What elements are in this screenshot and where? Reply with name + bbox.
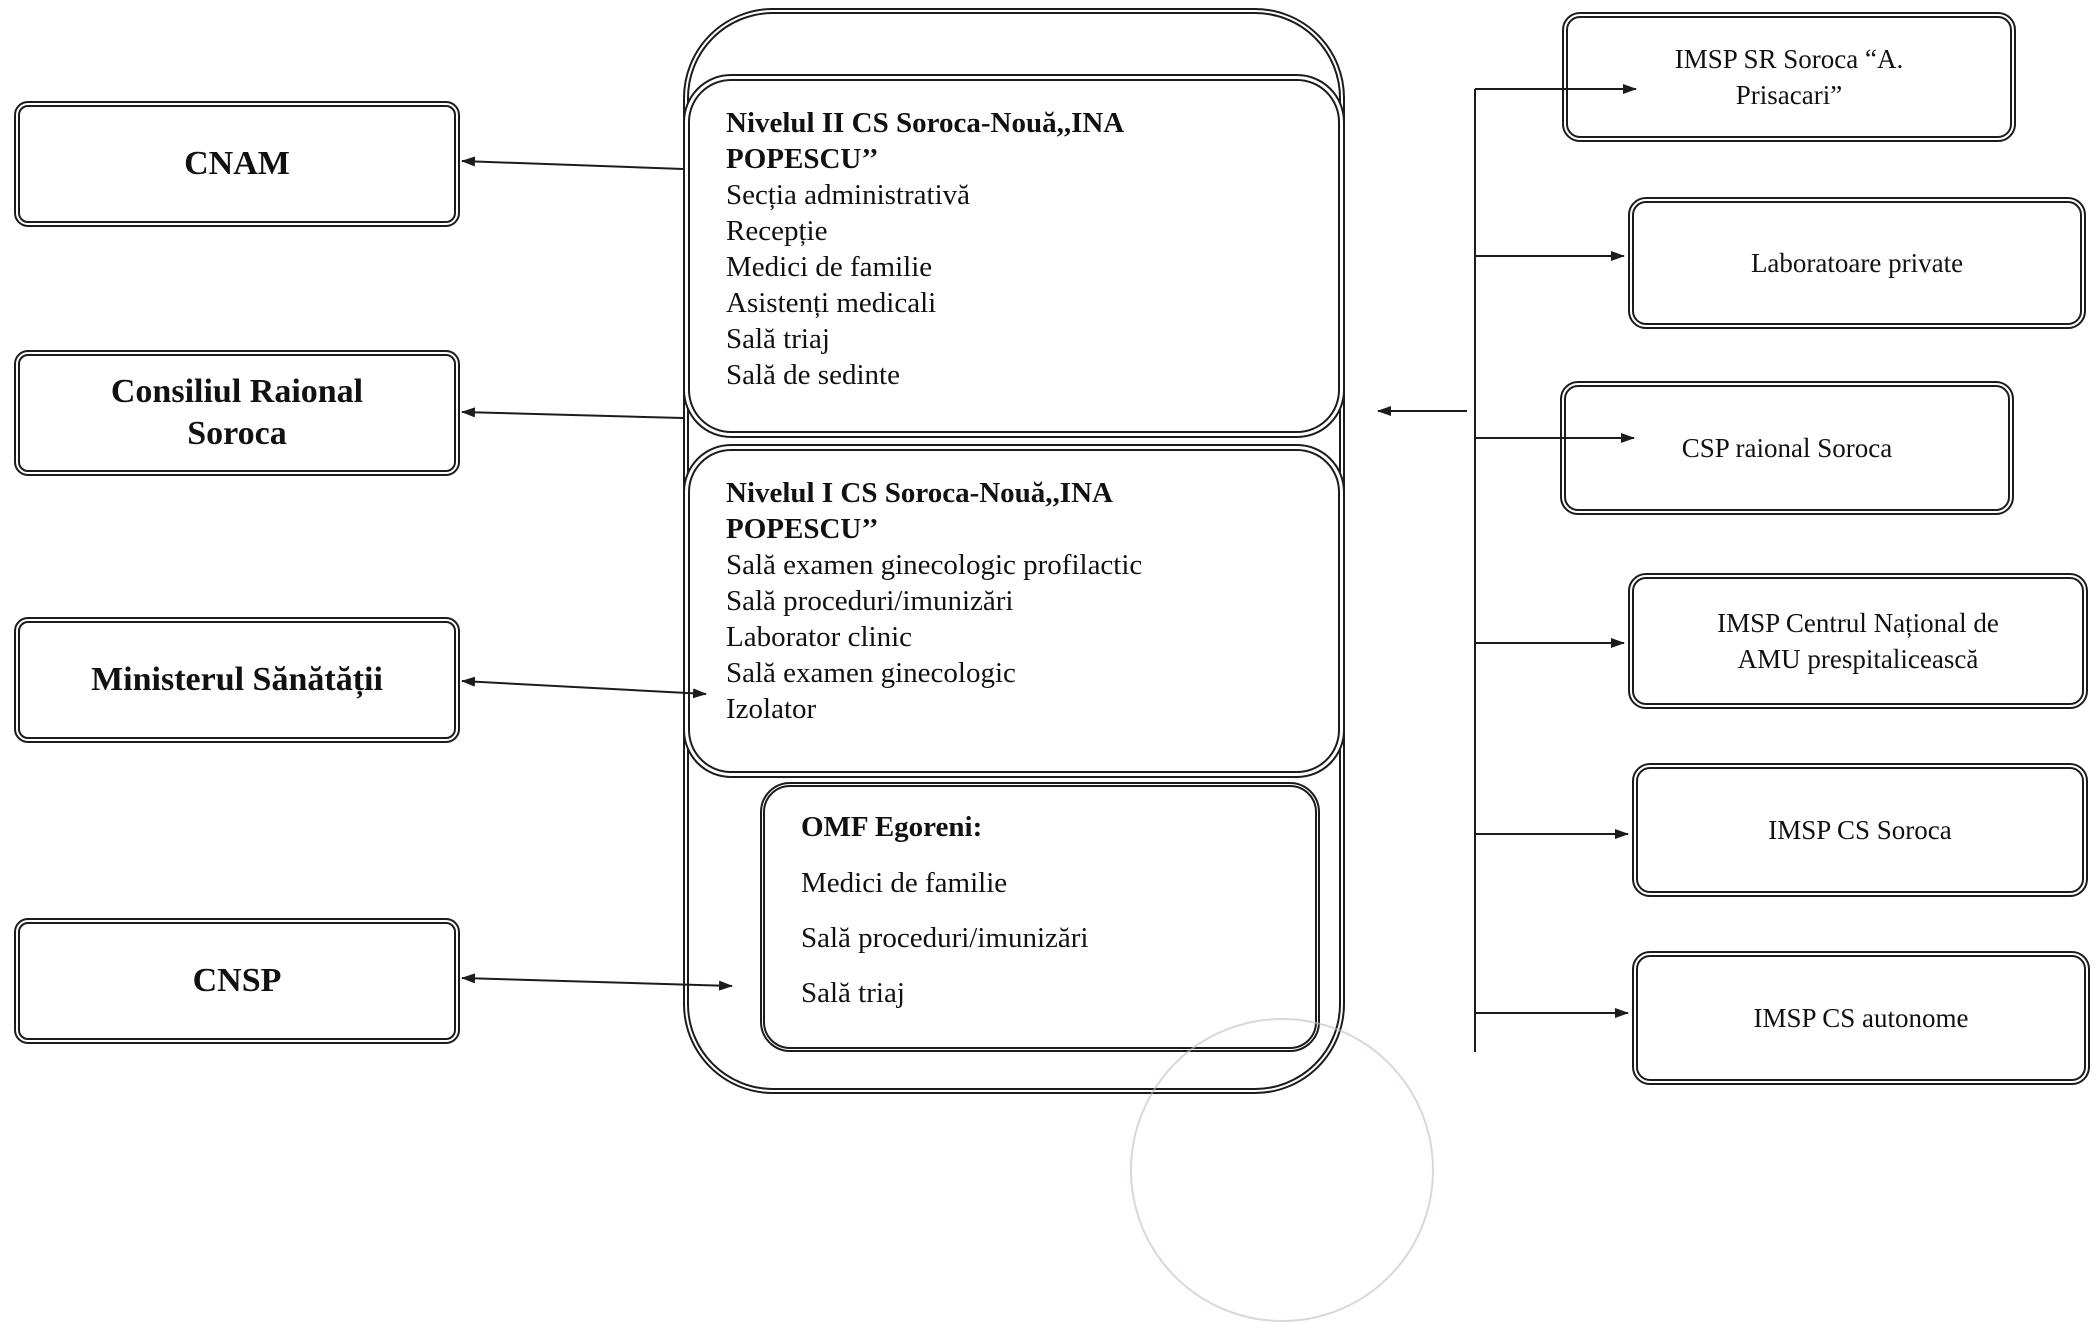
- arrow-to-cnam: [461, 156, 684, 170]
- box-csp-label: CSP raional Soroca: [1681, 433, 1893, 463]
- level-1-title: Nivelul I CS Soroca-Nouă,,INA POPESCU’’: [726, 475, 1310, 547]
- box-imsp-sr-soroca-line2: Prisacari”: [1735, 80, 1843, 110]
- level-2-title: Nivelul II CS Soroca-Nouă,,INA POPESCU’’: [726, 105, 1310, 177]
- arrow-to-consiliul: [461, 407, 684, 419]
- box-laboratoare-private: Laboratoare private: [1628, 197, 2086, 329]
- level-2-box: Nivelul II CS Soroca-Nouă,,INA POPESCU’’…: [683, 74, 1345, 438]
- box-imsp-sr-soroca-line1: IMSP SR Soroca “A.: [1674, 44, 1904, 74]
- box-imsp-centrul-national-amu: IMSP Centrul Național de AMU prespitalic…: [1628, 573, 2088, 709]
- box-cnsp-label: CNSP: [192, 962, 282, 999]
- omf-item: Sală proceduri/imunizări: [801, 922, 1089, 954]
- level-1-title-line2: POPESCU’’: [726, 513, 879, 545]
- box-imsp-sr-soroca: IMSP SR Soroca “A. Prisacari”: [1562, 12, 2016, 142]
- omf-item: Medici de familie: [801, 867, 1008, 899]
- level-2-item: Asistenți medicali: [726, 287, 937, 319]
- box-consiliul-label-line1: Consiliul Raional: [110, 373, 364, 410]
- arrow-ministerul-bidirectional: [461, 676, 707, 699]
- omf-item: Sală triaj: [801, 977, 905, 1009]
- organizational-diagram: CNAM Consiliul Raional Soroca Ministerul…: [14, 8, 2090, 1322]
- omf-title: OMF Egoreni:: [801, 811, 983, 843]
- box-cnsp: CNSP: [14, 918, 460, 1044]
- box-ministerul-sanatatii: Ministerul Sănătății: [14, 617, 460, 743]
- level-1-box: Nivelul I CS Soroca-Nouă,,INA POPESCU’’ …: [683, 444, 1345, 778]
- level-2-item: Medici de familie: [726, 251, 933, 283]
- omf-egoreni-box: OMF Egoreni: Medici de familie Sală proc…: [760, 782, 1320, 1052]
- box-imsp-cn-line2: AMU prespitalicească: [1737, 644, 1979, 674]
- level-2-item: Sală triaj: [726, 323, 830, 355]
- level-1-item: Laborator clinic: [726, 621, 912, 653]
- level-1-item: Sală proceduri/imunizări: [726, 585, 1014, 617]
- box-cnam: CNAM: [14, 101, 460, 227]
- level-2-item: Secția administrativă: [726, 179, 971, 211]
- box-ministerul-label: Ministerul Sănătății: [91, 661, 383, 698]
- level-1-item: Sală examen ginecologic profilactic: [726, 549, 1143, 581]
- level-2-title-line2: POPESCU’’: [726, 143, 879, 175]
- level-2-item: Sală de sedinte: [726, 359, 900, 391]
- box-cnam-label: CNAM: [184, 145, 290, 182]
- level-1-title-line1: Nivelul I CS Soroca-Nouă,,INA: [726, 477, 1113, 509]
- level-2-title-line1: Nivelul II CS Soroca-Nouă,,INA: [726, 107, 1125, 139]
- level-2-item: Recepție: [726, 215, 828, 247]
- box-imsp-cs-autonome-label: IMSP CS autonome: [1753, 1003, 1969, 1033]
- box-consiliul-raional: Consiliul Raional Soroca: [14, 350, 460, 476]
- box-imsp-cs-soroca-label: IMSP CS Soroca: [1768, 815, 1952, 845]
- box-laboratoare-label: Laboratoare private: [1750, 248, 1964, 278]
- level-1-item: Izolator: [726, 693, 817, 725]
- stamp-seal: [1130, 1018, 1434, 1322]
- box-consiliul-label-line2: Soroca: [187, 415, 287, 452]
- box-imsp-cs-autonome: IMSP CS autonome: [1632, 951, 2090, 1085]
- box-imsp-cn-line1: IMSP Centrul Național de: [1717, 608, 1999, 638]
- level-1-item: Sală examen ginecologic: [726, 657, 1016, 689]
- box-csp-raional: CSP raional Soroca: [1560, 381, 2014, 515]
- box-imsp-cs-soroca: IMSP CS Soroca: [1632, 763, 2088, 897]
